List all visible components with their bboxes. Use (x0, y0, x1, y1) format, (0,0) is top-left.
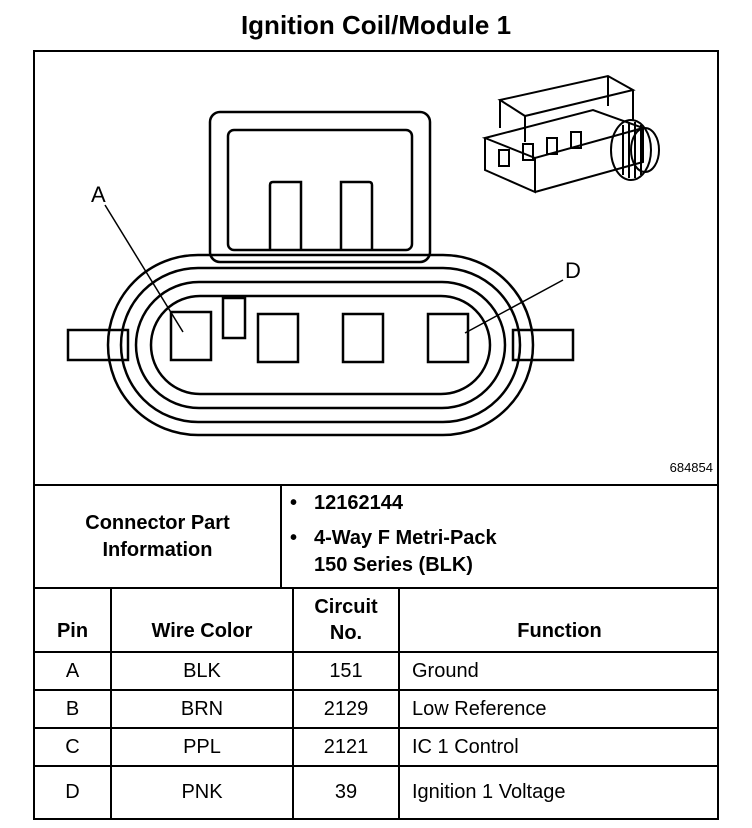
connector-type: 4-Way F Metri-Pack (314, 527, 497, 549)
page-title: Ignition Coil/Module 1 (240, 10, 512, 40)
part-number: 12162144 (314, 492, 403, 514)
row-b-circuit: 2129 (323, 697, 369, 720)
connector-series: 150 Series (BLK) (314, 554, 473, 576)
figure-id: 684854 (669, 460, 713, 475)
callout-line-a (104, 204, 184, 333)
outer-frame (33, 50, 719, 820)
callout-line-d (464, 279, 564, 334)
row-a-circuit: 151 (329, 659, 363, 682)
row-d-circuit: 39 (334, 781, 358, 803)
latch-inner (226, 128, 414, 252)
connector-part-info: •12162144 • 4-Way F Metri-Pack 150 Serie… (290, 490, 710, 579)
row-b-wire-color: BRN (180, 697, 224, 720)
terminal-b (256, 312, 300, 364)
housing-ring-2 (134, 280, 507, 410)
latch-slot (268, 180, 303, 250)
polarity-key (221, 296, 247, 340)
terminal-c (341, 312, 385, 364)
header-wire-color: Wire Color (151, 619, 253, 642)
row-b-pin: B (65, 697, 80, 720)
connector-diagram: A D (66, 74, 660, 437)
connector-label-line1: Connector Part (85, 511, 230, 534)
housing-inner (149, 294, 492, 396)
callout-d: D (565, 258, 581, 283)
header-circuit-line1: Circuit (314, 596, 378, 618)
header-pin: Pin (56, 619, 89, 642)
right-tab (511, 328, 575, 362)
row-d-function: Ignition 1 Voltage (412, 781, 566, 803)
connector-type-item: • 4-Way F Metri-Pack 150 Series (BLK) (290, 525, 710, 579)
part-number-item: •12162144 (290, 490, 710, 517)
terminal-a (169, 310, 213, 362)
housing-ring-1 (119, 266, 522, 424)
callout-a: A (91, 182, 106, 207)
row-c-wire-color: PPL (183, 735, 221, 758)
latch-slot-right (339, 180, 374, 250)
row-d-wire-color: PNK (181, 781, 223, 803)
header-circuit-line2: No. (329, 622, 363, 644)
connector-sketch (481, 74, 660, 194)
header-function: Function (517, 619, 602, 642)
latch (208, 110, 432, 264)
housing-outer (106, 253, 535, 437)
row-a-pin: A (65, 659, 80, 682)
row-c-pin: C (65, 735, 80, 758)
terminal-d (426, 312, 470, 364)
row-a-wire-color: BLK (183, 659, 221, 682)
header-circuit: Circuit No. (294, 589, 398, 651)
row-b-function: Low Reference (412, 697, 547, 720)
left-tab (66, 328, 130, 362)
connector-label-line2: Information (102, 538, 213, 561)
connector-part-info-label: Connector Part Information (35, 486, 280, 587)
row-d-pin: D (65, 781, 80, 803)
row-c-circuit: 2121 (323, 735, 369, 758)
row-a-function: Ground (412, 659, 479, 682)
row-c-function: IC 1 Control (412, 735, 519, 758)
